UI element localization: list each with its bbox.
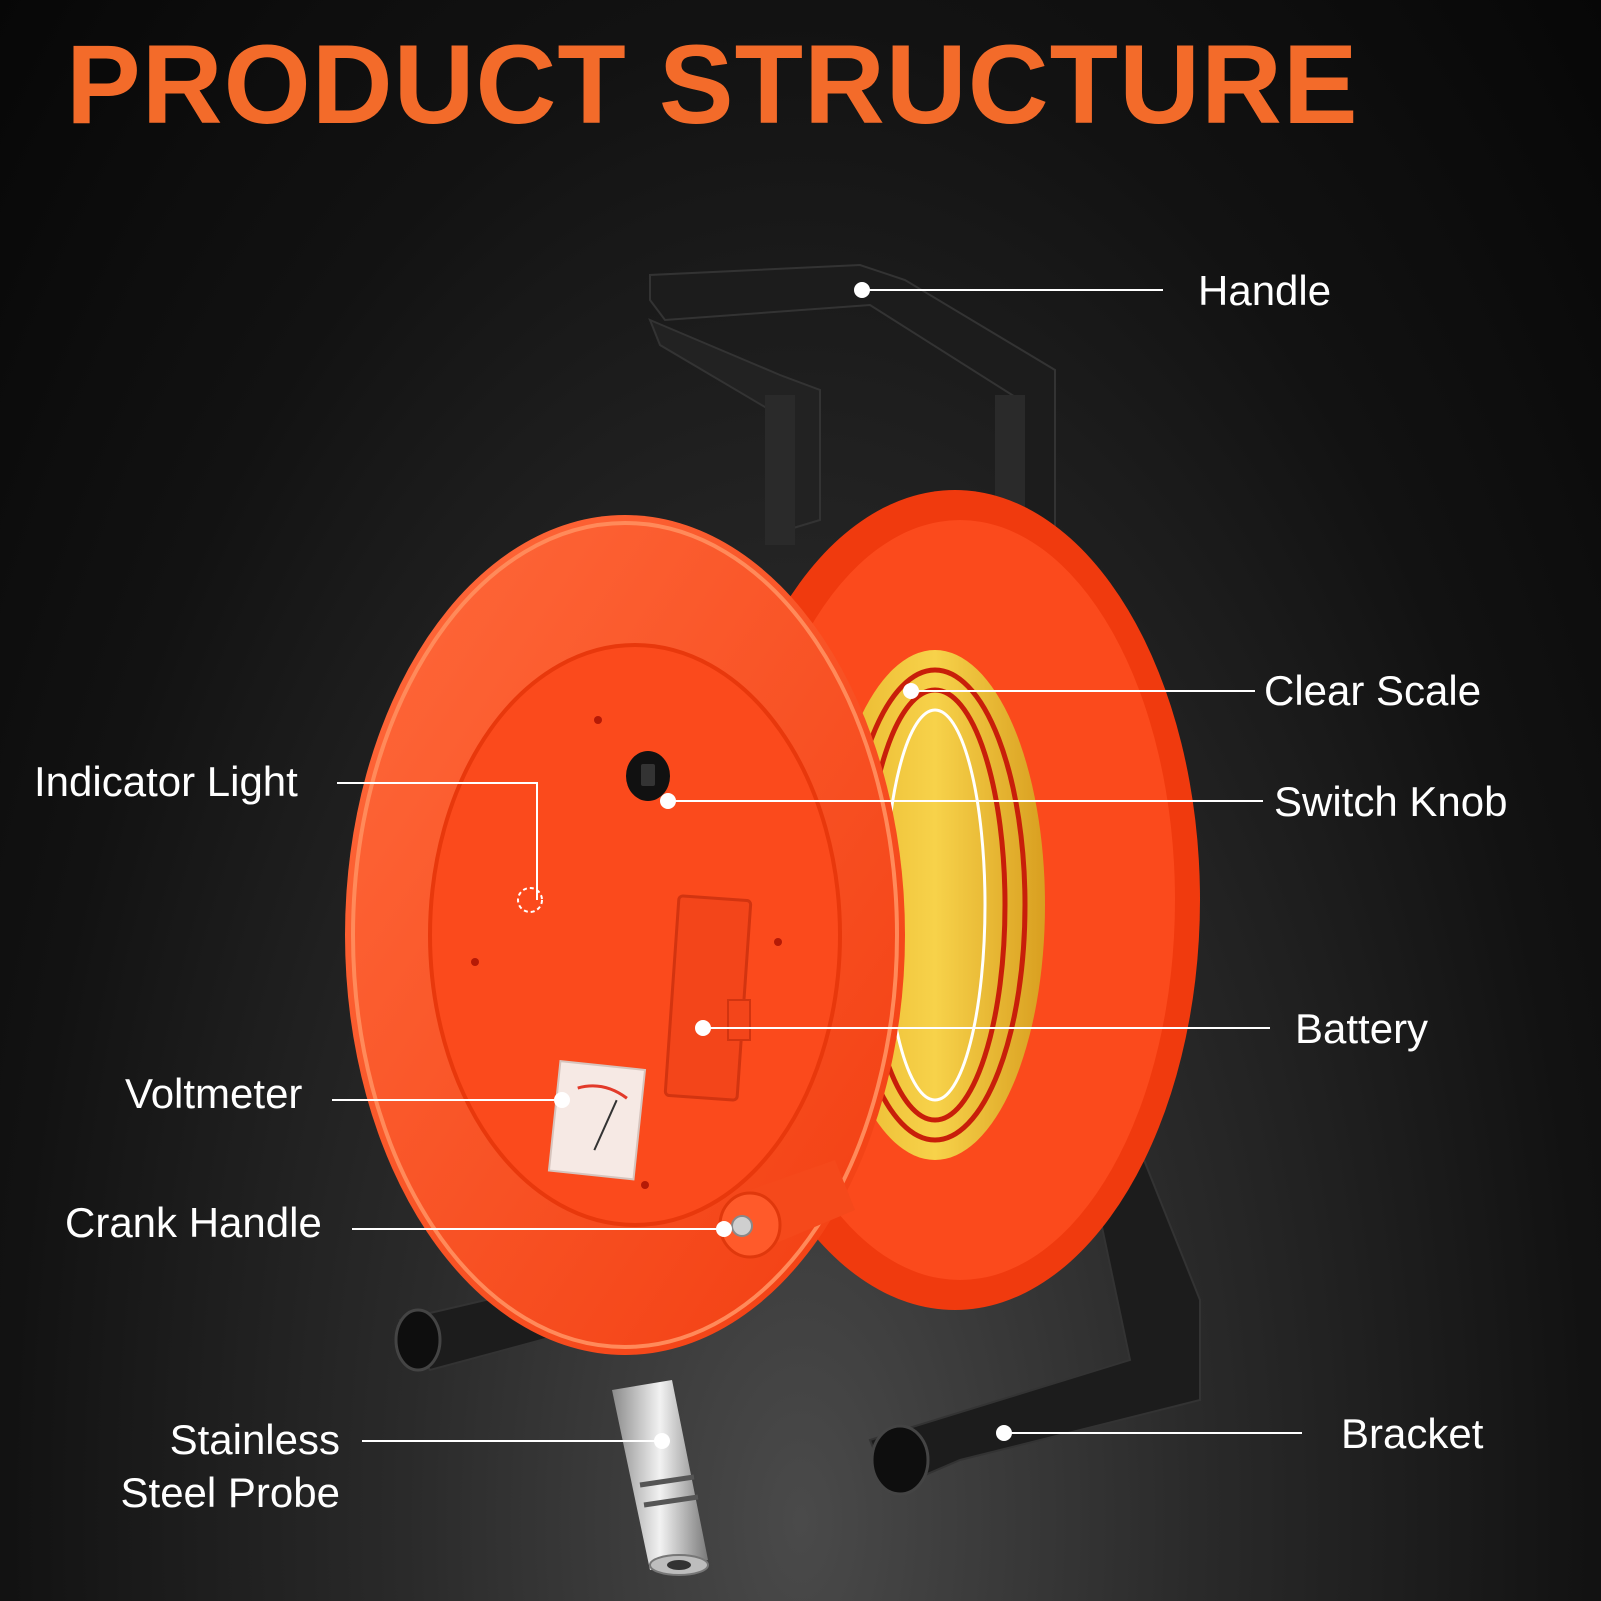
- voltmeter: [547, 1059, 647, 1181]
- label-bracket: Bracket: [1341, 1410, 1484, 1457]
- label-handle: Handle: [1198, 267, 1332, 314]
- switch-knob: [626, 751, 670, 801]
- leader-lines: [332, 282, 1302, 1449]
- stainless-steel-probe: [612, 1380, 709, 1576]
- label-switch-knob: Switch Knob: [1274, 778, 1508, 825]
- battery-compartment: [663, 894, 753, 1102]
- page-title: PRODUCT STRUCTURE: [66, 22, 1359, 147]
- label-indicator-light: Indicator Light: [34, 758, 298, 805]
- label-probe-line1: Stainless: [169, 1416, 340, 1463]
- label-probe-line2: Steel Probe: [120, 1469, 340, 1516]
- label-clear-scale: Clear Scale: [1264, 667, 1482, 714]
- label-battery: Battery: [1295, 1005, 1429, 1052]
- indicator-light: [517, 887, 543, 913]
- label-crank-handle: Crank Handle: [65, 1199, 322, 1246]
- label-voltmeter: Voltmeter: [125, 1070, 303, 1117]
